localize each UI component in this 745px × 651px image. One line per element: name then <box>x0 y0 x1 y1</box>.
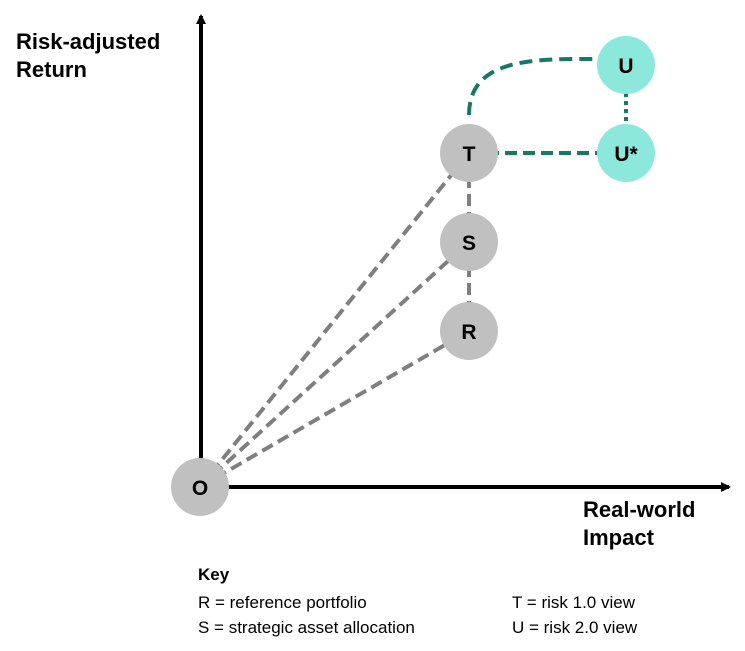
key-item-r: R = reference portfolio <box>198 593 367 612</box>
node-s: S <box>440 213 498 271</box>
node-o: O <box>171 458 229 516</box>
key-item-u: U = risk 2.0 view <box>512 618 638 637</box>
node-s-label: S <box>462 232 476 255</box>
node-t: T <box>440 124 498 182</box>
node-ustar-circle <box>597 124 655 182</box>
x-axis-label: Real-world Impact <box>583 497 696 550</box>
nodes-layer: O R S T U* U <box>171 36 655 516</box>
node-u-circle <box>597 36 655 94</box>
node-r: R <box>440 302 498 360</box>
y-axis-label: Risk-adjusted Return <box>16 29 161 82</box>
node-r-circle <box>440 302 498 360</box>
node-ustar: U* <box>597 124 655 182</box>
node-ustar-label: U* <box>614 143 638 166</box>
link-t-u <box>467 56 598 116</box>
node-t-circle <box>440 124 498 182</box>
link-o-s <box>198 240 471 489</box>
key-item-t: T = risk 1.0 view <box>512 593 635 612</box>
node-u: U <box>597 36 655 94</box>
link-o-t <box>198 151 471 489</box>
node-u-label: U <box>618 55 633 78</box>
node-o-label: O <box>192 477 208 500</box>
link-o-r <box>198 329 471 489</box>
links-layer <box>198 56 628 489</box>
node-s-circle <box>440 213 498 271</box>
node-r-label: R <box>461 321 476 344</box>
node-t-label: T <box>463 143 476 166</box>
key-item-s: S = strategic asset allocation <box>198 618 415 637</box>
node-o-circle <box>171 458 229 516</box>
key-title: Key <box>198 565 230 584</box>
